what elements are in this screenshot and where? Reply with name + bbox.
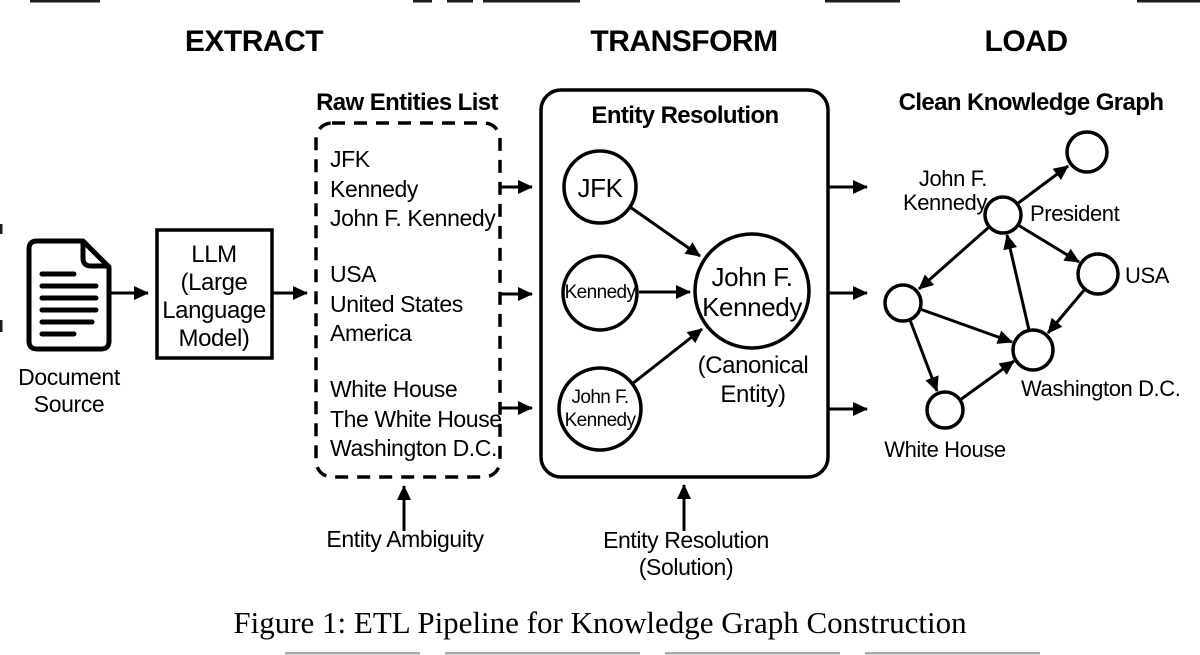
canonical-entity-caption: (Canonical Entity) — [697, 352, 809, 408]
er-merge-arrows — [629, 205, 703, 386]
bottom-crop-artifact — [285, 652, 1040, 655]
entity-ambiguity-annotation: Entity Ambiguity — [326, 526, 484, 552]
edge-whitehouse-washington — [959, 359, 1015, 402]
er-node-jfk-label: JFK — [577, 173, 623, 203]
er-circles — [557, 149, 811, 452]
er-node-kennedy-label: Kennedy — [564, 282, 636, 303]
entity-resolution-box — [539, 88, 830, 479]
figure-caption: Figure 1: ETL Pipeline for Knowledge Gra… — [233, 605, 967, 640]
er-node-jfk — [562, 149, 638, 225]
edge-left-whitehouse — [908, 319, 939, 392]
kg-node-president — [1065, 130, 1109, 174]
kg-nodes — [883, 130, 1120, 430]
kg-node-usa — [1076, 252, 1120, 296]
kg-label-white-house: White House — [884, 437, 1006, 462]
kg-label-jfk: John F. Kennedy — [902, 166, 987, 215]
edge-washington-jfk — [1003, 234, 1031, 331]
header-transform: TRANSFORM — [590, 25, 778, 58]
kg-node-washington — [1011, 328, 1055, 372]
er-node-kennedy — [561, 254, 639, 332]
flow-arrows — [111, 180, 868, 531]
document-source-label: Document Source — [18, 364, 120, 417]
header-extract: EXTRACT — [184, 25, 324, 58]
arrow-jfkfull-to-canonical — [631, 327, 703, 386]
edge-left-washington — [919, 307, 1013, 344]
er-node-jfk-full-label: John F. Kennedy — [564, 387, 636, 431]
clean-kg-title: Clean Knowledge Graph — [898, 89, 1164, 116]
edge-jfk-left — [918, 225, 990, 291]
llm-box-label: LLM (Large Language Model) — [162, 241, 266, 352]
entity-resolution-title: Entity Resolution — [591, 102, 779, 129]
kg-node-white-house — [925, 390, 965, 430]
er-node-jfk-full — [557, 366, 643, 452]
kg-node-jfk — [983, 195, 1023, 235]
entity-resolution-solution-annotation: Entity Resolution (Solution) — [603, 527, 769, 580]
er-canonical-label: John F. Kennedy — [702, 262, 802, 322]
kg-label-washington: Washington D.C. — [1021, 376, 1181, 401]
raw-entities-group-1: JFK Kennedy John F. Kennedy — [330, 146, 496, 231]
header-load: LOAD — [984, 25, 1069, 58]
edge-usa-washington — [1046, 288, 1087, 334]
top-crop-artifact — [0, 0, 1200, 332]
kg-edges — [908, 164, 1087, 402]
kg-node-left — [883, 283, 923, 323]
raw-entities-group-2: USA United States America — [330, 261, 463, 346]
arrow-jfk-to-canonical — [629, 205, 701, 258]
kg-label-usa: USA — [1125, 263, 1170, 288]
er-node-canonical — [693, 232, 811, 350]
edge-jfk-usa — [1017, 223, 1080, 264]
raw-entities-title: Raw Entities List — [316, 89, 498, 116]
document-icon — [26, 238, 112, 352]
edge-jfk-president — [1016, 164, 1069, 206]
raw-entities-group-3: White House The White House Washington D… — [330, 376, 502, 461]
kg-label-president: President — [1030, 201, 1120, 226]
raw-entities-box — [314, 121, 502, 479]
